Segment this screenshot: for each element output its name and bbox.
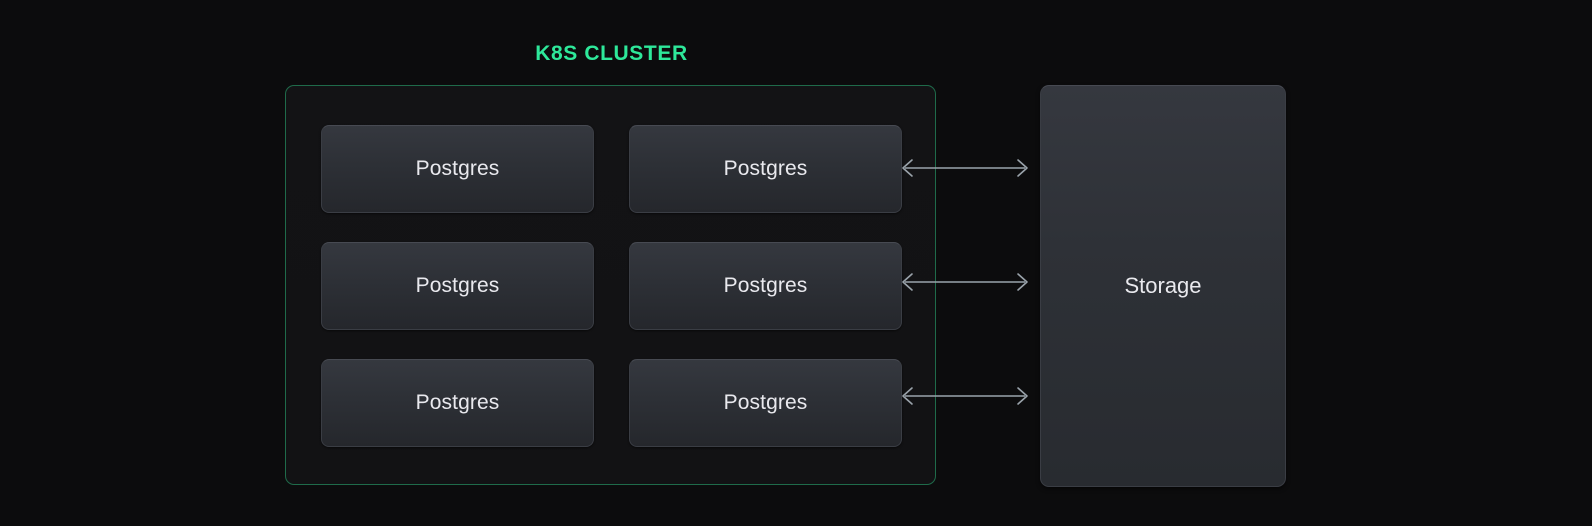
postgres-node-5[interactable]: Postgres [321, 359, 594, 447]
storage-container[interactable]: Storage [1040, 85, 1286, 487]
postgres-node-1[interactable]: Postgres [321, 125, 594, 213]
postgres-node-label: Postgres [723, 274, 808, 297]
postgres-node-label: Postgres [415, 274, 500, 297]
storage-label: Storage [1124, 273, 1202, 298]
k8s-cluster-container: Postgres Postgres Postgres Postgres Post… [285, 85, 936, 485]
postgres-node-grid: Postgres Postgres Postgres Postgres Post… [321, 125, 902, 447]
postgres-node-label: Postgres [415, 157, 500, 180]
postgres-node-label: Postgres [723, 391, 808, 414]
postgres-node-3[interactable]: Postgres [321, 242, 594, 330]
postgres-node-2[interactable]: Postgres [629, 125, 902, 213]
postgres-node-label: Postgres [723, 157, 808, 180]
postgres-node-6[interactable]: Postgres [629, 359, 902, 447]
page-title: K8S CLUSTER [535, 42, 688, 65]
postgres-node-label: Postgres [415, 391, 500, 414]
postgres-node-4[interactable]: Postgres [629, 242, 902, 330]
